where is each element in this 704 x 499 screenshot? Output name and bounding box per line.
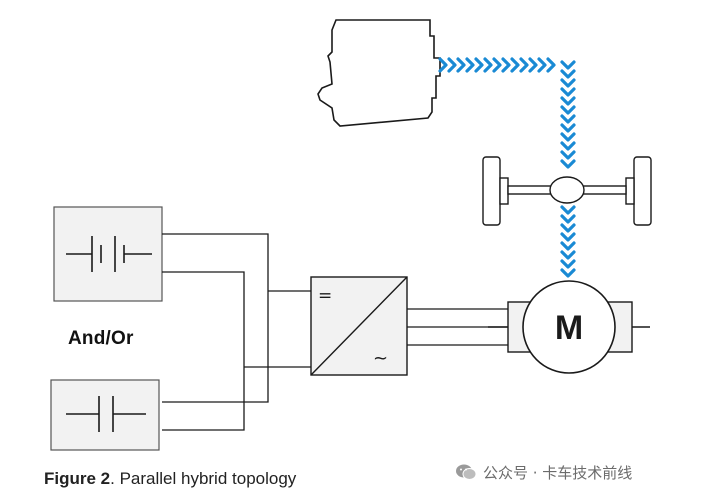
chevron-arrow bbox=[510, 57, 520, 73]
drive-axle bbox=[482, 156, 652, 226]
and-or-label: And/Or bbox=[68, 328, 134, 349]
chevron-arrow bbox=[560, 250, 576, 260]
chevron-arrow bbox=[465, 57, 475, 73]
figure-number: Figure 2 bbox=[44, 469, 111, 488]
chevron-arrow bbox=[560, 123, 576, 133]
driveshaft-upper bbox=[560, 60, 576, 169]
mechanical-power-flow bbox=[438, 57, 576, 278]
figure-caption: Figure 2. Parallel hybrid topology bbox=[44, 469, 296, 489]
chevron-arrow bbox=[560, 241, 576, 251]
wire-battery-top bbox=[162, 233, 269, 403]
ac-symbol: ~ bbox=[373, 348, 388, 369]
chevron-arrow bbox=[492, 57, 502, 73]
inverter: = ~ bbox=[310, 276, 408, 376]
chevron-arrow bbox=[474, 57, 484, 73]
dc-wiring bbox=[162, 233, 311, 431]
chevron-arrow bbox=[560, 132, 576, 142]
chevron-arrow bbox=[560, 214, 576, 224]
electric-motor: M bbox=[488, 280, 650, 374]
wechat-icon bbox=[456, 464, 477, 480]
capacitor-box bbox=[50, 379, 160, 451]
chevron-arrow bbox=[438, 57, 448, 73]
chevron-arrow bbox=[528, 57, 538, 73]
watermark: 公众号 · 卡车技术前线 bbox=[455, 462, 632, 482]
chevron-arrow bbox=[560, 105, 576, 115]
chevron-arrow bbox=[560, 268, 576, 278]
chevron-arrow bbox=[560, 159, 576, 169]
chevron-arrow bbox=[560, 114, 576, 124]
chevron-arrow bbox=[546, 57, 556, 73]
chevron-arrow bbox=[560, 232, 576, 242]
chevron-arrow bbox=[537, 57, 547, 73]
motor-label: M bbox=[555, 309, 583, 347]
wire-battery-bottom bbox=[162, 271, 245, 431]
chevron-arrow bbox=[560, 141, 576, 151]
battery bbox=[53, 206, 163, 302]
wheel-right-hub bbox=[625, 177, 635, 205]
inverter-diagonal bbox=[310, 276, 408, 376]
chevron-arrow bbox=[560, 78, 576, 88]
driveshaft-lower bbox=[560, 205, 576, 278]
engine-output-shaft bbox=[438, 57, 556, 73]
figure-title: . Parallel hybrid topology bbox=[110, 469, 297, 488]
wheel-left-hub bbox=[499, 177, 509, 205]
chevron-arrow bbox=[560, 69, 576, 79]
motor-circle bbox=[522, 280, 616, 374]
capacitor bbox=[50, 379, 160, 451]
chevron-arrow bbox=[519, 57, 529, 73]
chevron-arrow bbox=[560, 60, 576, 70]
chevron-arrow bbox=[560, 96, 576, 106]
capacitor-symbol bbox=[66, 396, 146, 432]
dc-symbol: = bbox=[318, 286, 332, 306]
chevron-arrow bbox=[560, 259, 576, 269]
wheel-right bbox=[633, 156, 652, 226]
axle-shaft-right bbox=[581, 185, 627, 195]
engine-outline bbox=[317, 19, 441, 127]
wheel-left bbox=[482, 156, 501, 226]
chevron-arrow bbox=[560, 205, 576, 215]
engine bbox=[317, 19, 441, 127]
watermark-text: 公众号 · 卡车技术前线 bbox=[483, 463, 633, 482]
differential bbox=[549, 176, 585, 204]
battery-symbol bbox=[66, 236, 152, 272]
chevron-arrow bbox=[483, 57, 493, 73]
chevron-arrow bbox=[560, 223, 576, 233]
chevron-arrow bbox=[560, 87, 576, 97]
chevron-arrow bbox=[447, 57, 457, 73]
chevron-arrow bbox=[456, 57, 466, 73]
axle-shaft-left bbox=[507, 185, 553, 195]
chevron-arrow bbox=[501, 57, 511, 73]
chevron-arrow bbox=[560, 150, 576, 160]
